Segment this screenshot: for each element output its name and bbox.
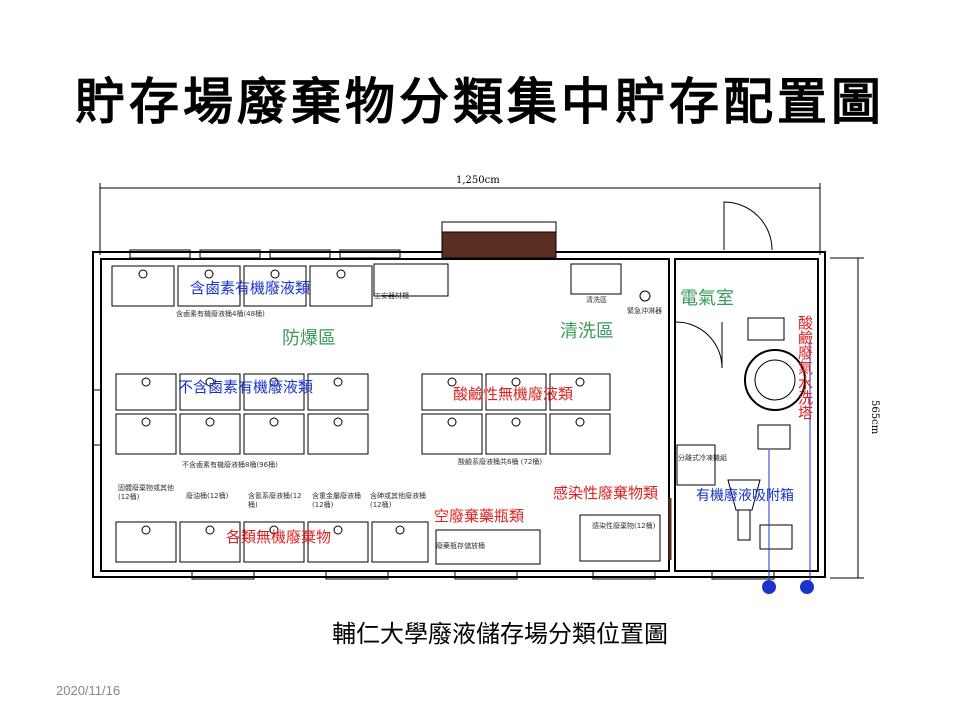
blue-outlet-valve-2: [800, 580, 814, 594]
zone-non-halogen: 不含鹵素有機廢液類: [178, 378, 313, 396]
drum: [270, 269, 280, 279]
label-separator: 分離式冷凍機組: [678, 453, 727, 462]
drum: [336, 269, 346, 279]
label-halogen-tanks: 含鹵素有機廢液桶4桶(48桶): [176, 309, 265, 318]
zone-halogen: 含鹵素有機廢液類: [190, 279, 310, 297]
width-dimension: 1,250cm: [456, 175, 500, 186]
drum: [205, 417, 215, 427]
drum: [333, 417, 343, 427]
drum: [511, 417, 521, 427]
drum: [141, 417, 151, 427]
zone-empty-bottles: 空廢棄藥瓶類: [434, 507, 524, 525]
infectious-box: [579, 514, 661, 562]
zone-explosion-proof: 防爆區: [282, 328, 336, 349]
zone-infectious: 感染性廢棄物類: [553, 484, 658, 502]
tool-cabinet: [373, 263, 449, 297]
acid-cabinets: [421, 373, 611, 455]
label-acid-tanks: 酸鹼系廢液桶共6桶 (72桶): [458, 457, 542, 466]
drum: [269, 417, 279, 427]
non-halogen-cabinets: [115, 373, 369, 455]
drum: [333, 525, 343, 535]
slide-title: 貯存場廢棄物分類集中貯存配置圖: [75, 73, 885, 131]
separator-unit: [676, 444, 716, 486]
label-waste-oil: 廢油桶(12桶): [186, 492, 229, 500]
zone-acid-scrubber: 酸鹼廢氣水洗塔: [796, 315, 814, 420]
label-wash-sink: 清洗區: [586, 295, 607, 304]
zone-organic-adsorber: 有機廢液吸附箱: [696, 487, 794, 504]
adsorber-hopper: [727, 479, 761, 511]
zone-inorganic: 各類無機廢棄物: [226, 528, 331, 546]
blue-outlet-valve: [762, 580, 776, 594]
label-non-halogen-tanks: 不含鹵素有機廢液桶8桶(96桶): [182, 460, 278, 469]
emergency-shower: [639, 290, 651, 302]
drum: [269, 525, 279, 535]
figure-caption: 輔仁大學廢液儲存場分類位置圖: [332, 620, 668, 648]
drum: [204, 269, 214, 279]
drum: [141, 525, 151, 535]
label-heavy-metal: 含重金屬廢液桶(12桶): [312, 492, 361, 509]
label-cyanide: 含氰系廢液桶(12桶): [248, 492, 302, 509]
label-emergency-shower: 緊急沖淋器: [627, 306, 662, 315]
slide-date: 2020/11/16: [56, 683, 121, 698]
drum: [575, 417, 585, 427]
label-empty-bottle-box: 廢藥瓶存儲放桶: [436, 541, 485, 550]
inner-door-arc: [675, 321, 723, 369]
label-arsenic: 含砷或其他廢液桶(12桶): [370, 492, 426, 509]
drum: [575, 377, 585, 387]
drum: [138, 269, 148, 279]
drum: [205, 525, 215, 535]
height-dimension: 565cm: [869, 400, 880, 435]
door-arc: [723, 201, 773, 251]
drum: [333, 377, 343, 387]
adsorber-box: [759, 524, 793, 550]
label-infectious-box: 感染性廢棄物(12桶): [592, 522, 656, 530]
zone-acid-alkali: 酸鹼性無機廢液類: [453, 385, 573, 403]
inorganic-cabinets: [115, 521, 429, 563]
wash-sink: [570, 263, 622, 295]
drum: [269, 377, 279, 387]
empty-bottle-box: [435, 529, 541, 565]
pump: [747, 317, 785, 341]
drum: [447, 417, 457, 427]
zone-wash-area: 清洗區: [560, 321, 614, 342]
zone-electric-room: 電氣室: [680, 288, 734, 309]
drum: [511, 377, 521, 387]
drum: [141, 377, 151, 387]
drum: [447, 377, 457, 387]
label-tool-cabinet: 工安器材櫃: [374, 291, 409, 300]
drum: [205, 377, 215, 387]
drum: [395, 525, 405, 535]
halogen-cabinets: [111, 265, 373, 307]
scrubber-tank: [744, 349, 806, 411]
label-solid-organic: 固體廢棄物或其他(12桶): [118, 484, 174, 501]
